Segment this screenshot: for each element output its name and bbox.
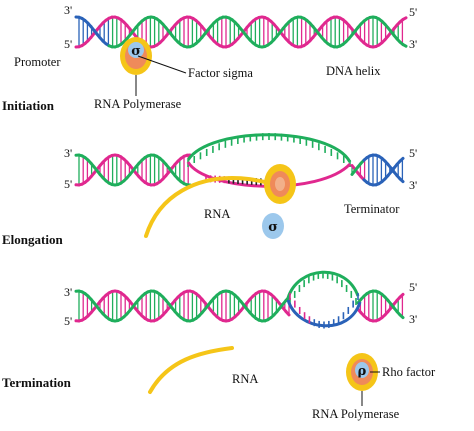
rna-polymerase-initiation: σ: [120, 37, 152, 75]
rho-factor-bound: [355, 362, 369, 378]
factor-sigma-leader: [137, 55, 187, 74]
prime-top-left-elongation: 3': [64, 146, 72, 160]
terminator-label: Terminator: [344, 202, 400, 216]
prime-top-right-initiation: 5': [409, 5, 417, 19]
sigma-factor-bound: [128, 42, 144, 58]
termination-title: Termination: [2, 375, 72, 390]
rho-glyph: ρ: [358, 364, 367, 379]
termination-stage: ρ 3' 5' 5' 3' RNA Rho factor RNA Polymer…: [2, 270, 436, 421]
prime-bottom-left-termination: 5': [64, 314, 72, 328]
strand-template: [398, 292, 405, 299]
rho-factor-label: Rho factor: [382, 365, 436, 379]
prime-top-left-initiation: 3': [64, 3, 72, 17]
prime-bottom-left-elongation: 5': [64, 177, 72, 191]
dna-helix-initiation: [74, 15, 408, 49]
strand-coding: [398, 177, 405, 184]
sigma-glyph-elongation: σ: [268, 220, 278, 235]
term-bubble-bottom-bases: [289, 293, 359, 329]
released-sigma-factor: σ: [262, 213, 284, 239]
rna-strand-elongation: [144, 175, 278, 238]
rna-polymerase-label-initiation: RNA Polymerase: [94, 97, 182, 111]
elongation-title: Elongation: [2, 232, 63, 247]
term-bubble-top-bases: [289, 271, 357, 305]
prime-bottom-right-elongation: 3': [409, 178, 417, 192]
released-rna-strand: [148, 346, 234, 394]
elongation-stage: σ 3' 5' 5' 3' RNA Terminator Elongation: [2, 133, 417, 247]
prime-bottom-left-initiation: 5': [64, 37, 72, 51]
dna-helix-termination: [74, 289, 405, 323]
dna-helix-label: DNA helix: [326, 64, 381, 78]
strand-coding: [401, 43, 408, 48]
strand-template: [398, 156, 405, 163]
prime-top-left-termination: 3': [64, 285, 72, 299]
rna-label-elongation: RNA: [204, 207, 230, 221]
prime-top-right-elongation: 5': [409, 146, 417, 160]
initiation-title: Initiation: [2, 98, 55, 113]
initiation-stage: σ 3' 5' 5' 3' Promoter Factor sigma DNA …: [2, 3, 417, 113]
rna-label-termination: RNA: [232, 372, 258, 386]
strand-template: [401, 16, 408, 21]
dna-helix-elongation: [74, 153, 405, 187]
rna-polymerase-termination: ρ: [346, 353, 378, 391]
prime-bottom-right-termination: 3': [409, 312, 417, 326]
strand-coding: [398, 313, 405, 320]
rna-polymerase-elongation: [264, 164, 296, 204]
prime-bottom-right-initiation: 3': [409, 37, 417, 51]
rna-polymerase-label-termination: RNA Polymerase: [312, 407, 400, 421]
factor-sigma-label: Factor sigma: [188, 66, 253, 80]
sigma-glyph-initiation: σ: [131, 44, 141, 59]
strand-template: [284, 310, 291, 317]
prime-top-right-termination: 5': [409, 280, 417, 294]
bubble-top-bases: [187, 133, 351, 167]
promoter-label: Promoter: [14, 55, 61, 69]
